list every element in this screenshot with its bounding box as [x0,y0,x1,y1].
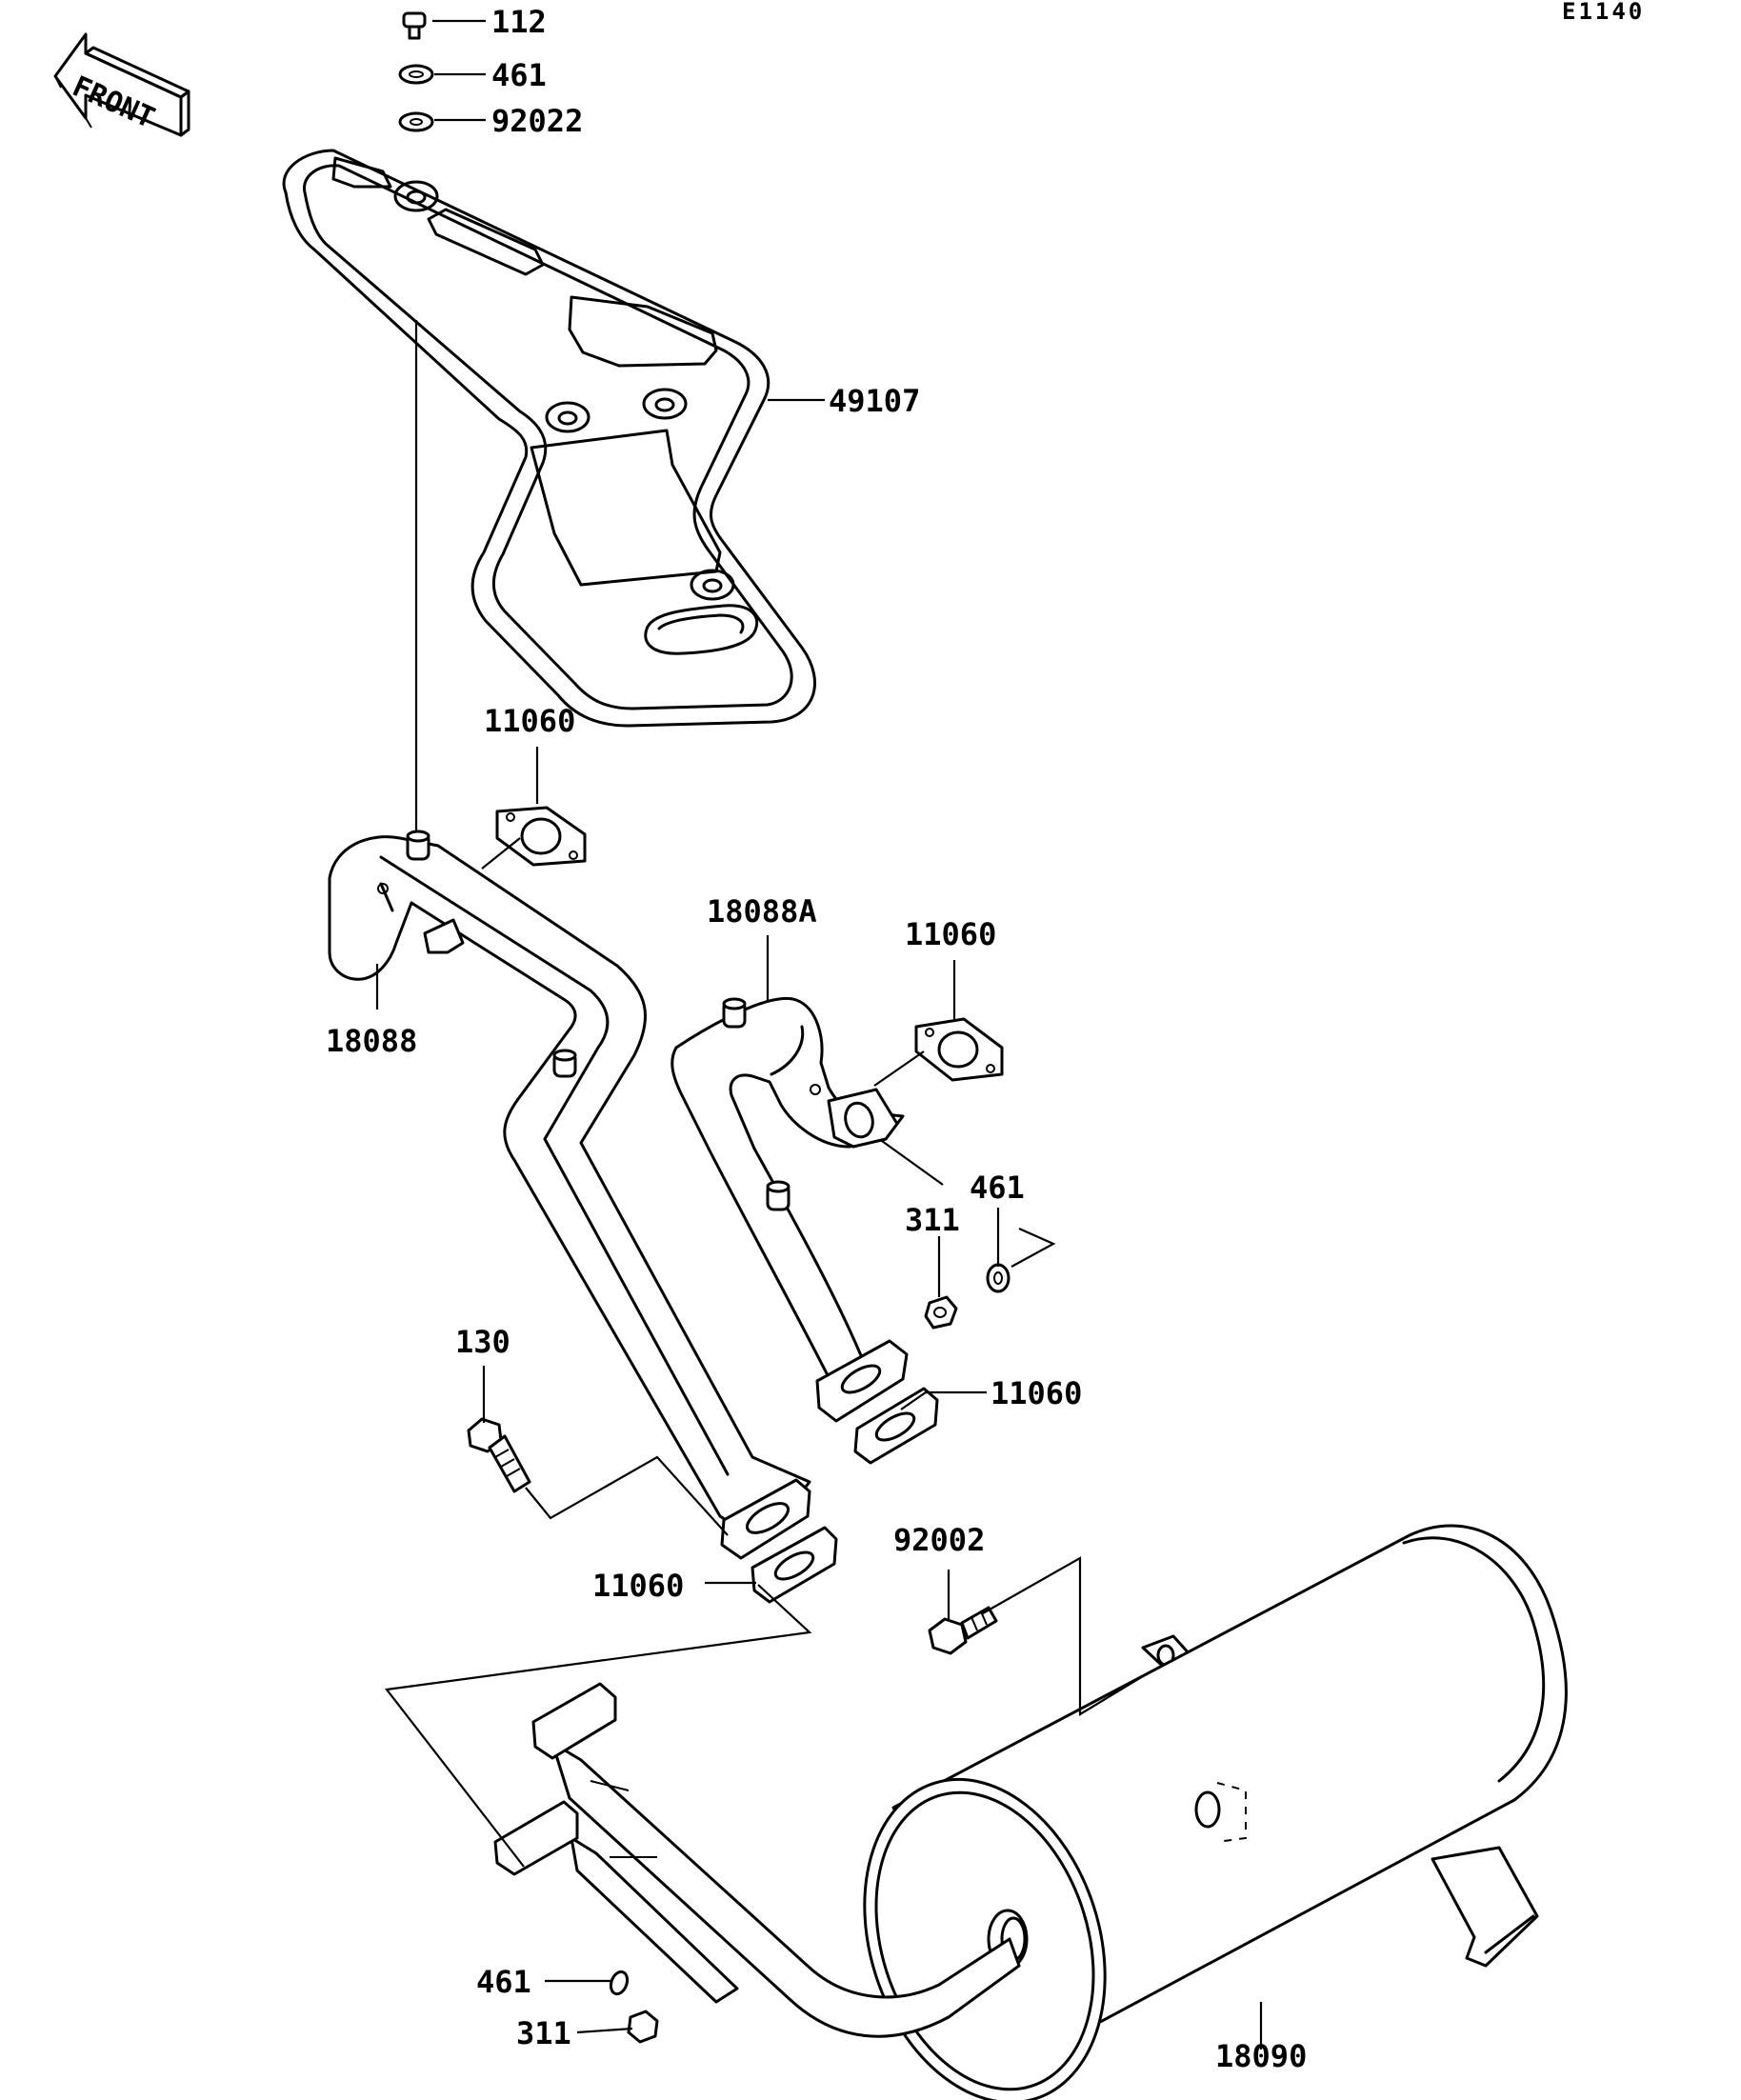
diagram-id: E1140 [1562,0,1645,25]
exhaust-pipe-18088 [328,830,811,1560]
gasket-11060-b [914,1017,1004,1082]
label-gasket-11060-b: 11060 [905,916,996,952]
label-heat-guard-49107: 49107 [829,383,920,419]
nut-311-bot [627,2010,659,2044]
label-gasket-11060-c: 11060 [991,1375,1082,1411]
label-gasket-11060-a: 11060 [484,703,575,739]
lock-washer-461-mid [986,1263,1011,1293]
gasket-11060-c [853,1387,939,1465]
leader-lines [375,19,1263,2050]
label-lock-washer-461-bot: 461 [476,1964,531,2000]
label-bolt-130: 130 [455,1324,510,1360]
gasket-11060-d [750,1526,838,1604]
label-nut-311-mid: 311 [905,1202,960,1238]
label-washer-92022: 92022 [491,103,583,139]
nut-311-mid [924,1295,958,1330]
lock-washer-461-bot [609,1970,630,1996]
bolt-112 [402,11,427,40]
gasket-11060-a [495,806,587,867]
label-bolt-112: 112 [491,4,547,40]
label-muffler-18090: 18090 [1215,2038,1307,2074]
label-pipe-18088: 18088 [326,1023,417,1059]
label-nut-311-bot: 311 [516,2015,571,2051]
label-lock-washer-461-mid: 461 [970,1170,1025,1206]
heat-guard-49107 [282,149,816,728]
lock-washer-461-top [398,64,434,85]
label-bolt-92002: 92002 [893,1522,985,1558]
label-lock-washer-461-top: 461 [491,57,547,93]
front-arrow-icon: FRONT [53,32,190,137]
label-gasket-11060-d: 11060 [592,1568,684,1604]
washer-92022 [398,111,434,132]
bolt-92002 [928,1606,998,1655]
bolt-130 [467,1417,531,1493]
exhaust-pipe-18088A [670,997,909,1423]
label-pipe-18088A: 18088A [707,893,817,930]
